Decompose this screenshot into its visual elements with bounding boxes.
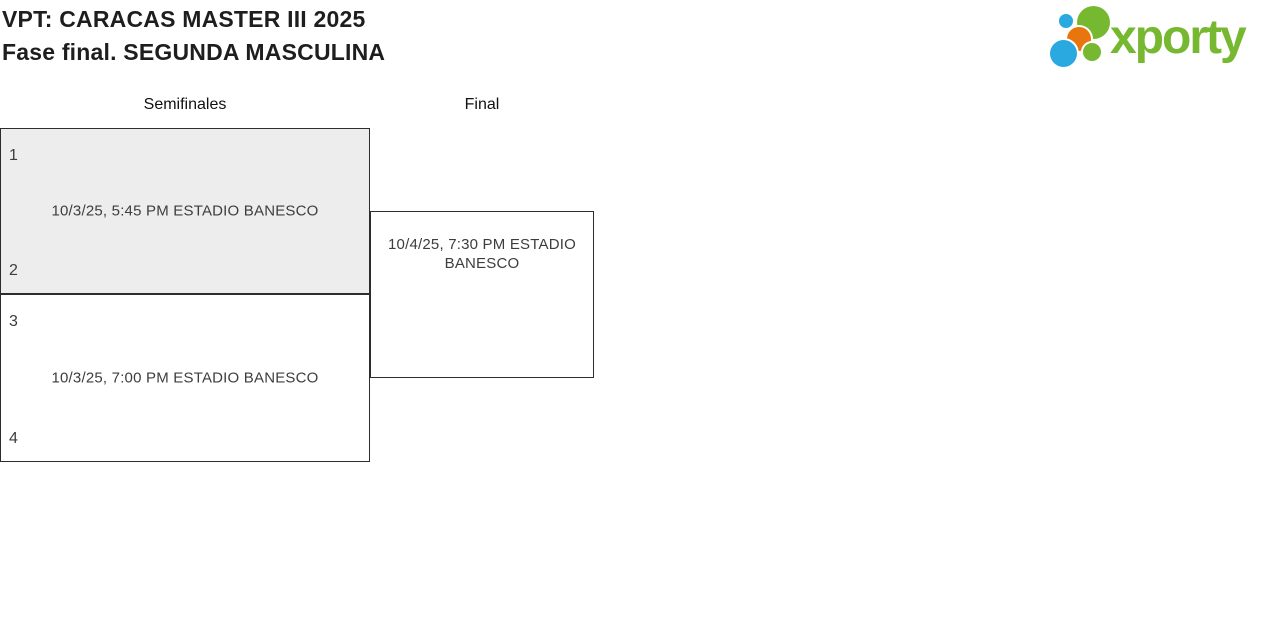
match-info: 10/4/25, 7:30 PM ESTADIO BANESCO: [388, 236, 576, 272]
match-semifinal-2[interactable]: 3 10/3/25, 7:00 PM ESTADIO BANESCO 4: [0, 294, 370, 462]
page-title: VPT: CARACAS MASTER III 2025: [2, 6, 366, 32]
xporty-logo[interactable]: xporty: [1050, 0, 1278, 75]
match-info: 10/3/25, 7:00 PM ESTADIO BANESCO: [51, 369, 319, 387]
round-header-final: Final: [464, 96, 500, 113]
seed-number: 1: [9, 147, 18, 164]
logo-wordmark: xporty: [1110, 11, 1247, 64]
match-semifinal-1[interactable]: 1 10/3/25, 5:45 PM ESTADIO BANESCO 2: [0, 128, 370, 294]
match-info: 10/3/25, 5:45 PM ESTADIO BANESCO: [51, 202, 319, 220]
logo-dot-green-small-icon: [1083, 43, 1101, 61]
page-subtitle: Fase final. SEGUNDA MASCULINA: [2, 39, 386, 65]
seed-number: 2: [9, 262, 18, 279]
logo-dot-blue-large-icon: [1050, 40, 1077, 67]
seed-number: 4: [9, 430, 18, 447]
round-header-semifinales: Semifinales: [143, 96, 227, 113]
match-final[interactable]: 10/4/25, 7:30 PM ESTADIO BANESCO: [370, 211, 594, 378]
logo-dot-blue-small-icon: [1059, 14, 1073, 28]
page-title-block: VPT: CARACAS MASTER III 2025 Fase final.…: [2, 3, 385, 69]
seed-number: 3: [9, 313, 18, 330]
